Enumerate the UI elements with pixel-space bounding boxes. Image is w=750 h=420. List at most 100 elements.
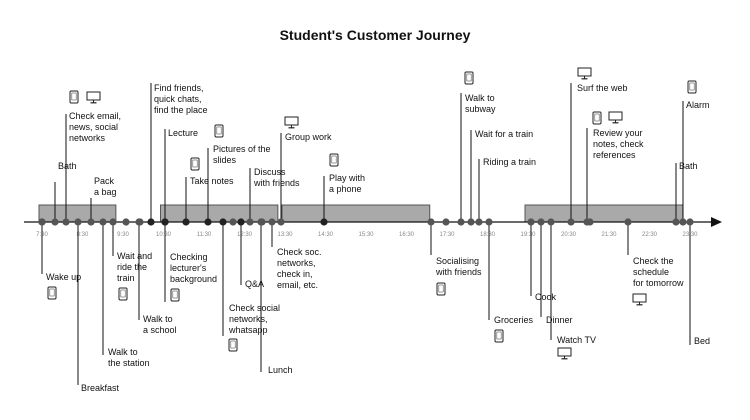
- phone-icon: [214, 124, 224, 138]
- event-dot: [237, 218, 245, 226]
- event-dot: [624, 218, 632, 226]
- event-label: Check soc. networks, check in, email, et…: [277, 247, 322, 290]
- event-dot: [219, 218, 227, 226]
- event-dot: [147, 218, 155, 226]
- event-dot: [537, 218, 545, 226]
- phone-icon: [329, 153, 339, 167]
- tick-label: 9:30: [117, 232, 129, 238]
- phone-icon: [464, 71, 474, 85]
- event-dot: [246, 218, 254, 226]
- event-label: Riding a train: [483, 157, 537, 167]
- tick-label: 22:30: [642, 232, 658, 238]
- phone-icon: [687, 80, 697, 94]
- event-label: Wait and ride the train: [117, 251, 153, 283]
- event-label: Lunch: [268, 365, 293, 375]
- event-label: Checking lecturer's background: [170, 252, 218, 284]
- tick-label: 13:30: [277, 232, 293, 238]
- event-dot: [442, 218, 450, 226]
- event-dot: [74, 218, 82, 226]
- event-label: Discuss with friends: [254, 167, 300, 188]
- timeline-arrow: [711, 217, 722, 227]
- monitor-icon: [86, 91, 101, 104]
- event-dot: [586, 218, 594, 226]
- event-dot: [475, 218, 483, 226]
- event-dot: [51, 218, 59, 226]
- phone-icon: [190, 157, 200, 171]
- event-label: Bed: [694, 336, 711, 346]
- event-label: Walk to a school: [143, 314, 177, 335]
- event-label: Alarm: [686, 100, 710, 110]
- tick-label: 21:30: [601, 232, 617, 238]
- event-label: Pictures of the slides: [213, 144, 271, 165]
- tick-label: 12:30: [237, 232, 253, 238]
- event-dot: [485, 218, 493, 226]
- tick-label: 20:30: [561, 232, 577, 238]
- page-title: Student's Customer Journey: [279, 27, 471, 43]
- phone-icon: [47, 286, 57, 300]
- monitor-icon: [557, 347, 572, 360]
- event-label: Dinner: [546, 315, 573, 325]
- event-dot: [136, 218, 144, 226]
- tick-label: 8:30: [77, 232, 89, 238]
- tick-label: 19:30: [520, 232, 536, 238]
- event-label: Wake up: [46, 272, 82, 282]
- event-label: Walk to subway: [465, 93, 496, 114]
- event-dot: [427, 218, 435, 226]
- phone-icon: [436, 282, 446, 296]
- event-label: Check email, news, social networks: [69, 111, 122, 143]
- event-dot: [229, 218, 237, 226]
- event-label: Cook: [535, 292, 557, 302]
- event-dot: [204, 218, 212, 226]
- event-dot: [268, 218, 276, 226]
- time-block: [281, 204, 431, 223]
- event-dot: [182, 218, 190, 226]
- event-label: Review your notes, check references: [593, 128, 644, 160]
- monitor-icon: [577, 67, 592, 80]
- event-label: Walk to the station: [108, 347, 150, 368]
- event-label: Breakfast: [81, 383, 120, 393]
- event-dot: [277, 218, 285, 226]
- event-label: Bath: [679, 161, 698, 171]
- monitor-icon: [632, 293, 647, 306]
- tick-label: 15:30: [358, 232, 374, 238]
- event-dot: [679, 218, 687, 226]
- event-dot: [320, 218, 328, 226]
- event-label: Group work: [285, 132, 332, 142]
- phone-icon: [494, 329, 504, 343]
- event-dot: [109, 218, 117, 226]
- phone-icon: [228, 338, 238, 352]
- event-label: Lecture: [168, 128, 199, 138]
- phone-icon: [118, 287, 128, 301]
- event-label: Watch TV: [557, 335, 597, 345]
- event-dot: [527, 218, 535, 226]
- event-dot: [567, 218, 575, 226]
- event-label: Socialising with friends: [436, 256, 482, 277]
- tick-label: 11:30: [197, 232, 212, 238]
- event-label: Wait for a train: [475, 129, 534, 139]
- event-dot: [258, 218, 266, 226]
- monitor-icon: [284, 116, 299, 129]
- event-label: Take notes: [190, 176, 234, 186]
- event-dot: [467, 218, 475, 226]
- event-label: Check social networks, whatsapp: [229, 303, 281, 335]
- event-label: Play with a phone: [329, 173, 366, 194]
- event-dot: [457, 218, 465, 226]
- tick-label: 14:30: [318, 232, 334, 238]
- event-label: Groceries: [494, 315, 534, 325]
- event-label: Pack a bag: [94, 176, 117, 197]
- tick-label: 17:30: [439, 232, 455, 238]
- event-label: Surf the web: [577, 83, 628, 93]
- event-label: Q&A: [245, 279, 265, 289]
- tick-label: 16:30: [399, 232, 415, 238]
- event-dot: [38, 218, 46, 226]
- event-dot: [686, 218, 694, 226]
- event-dot: [547, 218, 555, 226]
- event-dot: [672, 218, 680, 226]
- phone-icon: [592, 111, 602, 125]
- event-dot: [62, 218, 70, 226]
- phone-icon: [69, 90, 79, 104]
- event-label: Check the schedule for tomorrow: [633, 256, 684, 288]
- event-dot: [122, 218, 130, 226]
